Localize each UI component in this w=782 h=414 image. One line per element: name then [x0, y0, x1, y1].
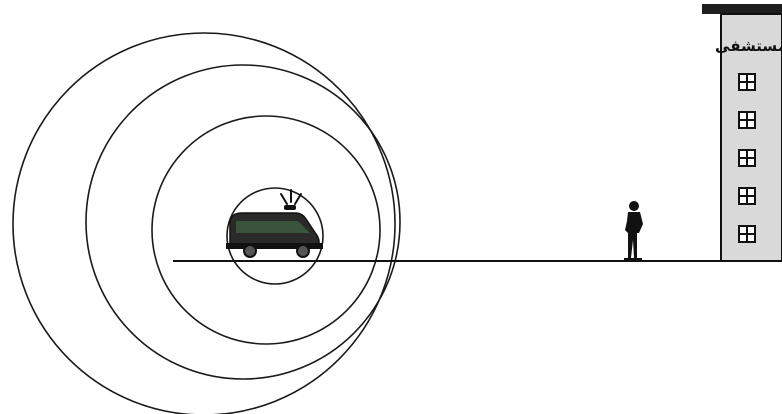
ambulance-wheel-rear — [243, 244, 257, 258]
hospital-window — [738, 73, 756, 91]
ambulance-icon — [226, 189, 323, 258]
wave-circle-1 — [226, 187, 324, 285]
hospital-roof — [702, 4, 782, 14]
hospital-window — [738, 225, 756, 243]
hospital-windows — [738, 73, 756, 243]
hospital-building-icon: مستشفى — [702, 4, 782, 262]
hospital-wall — [720, 13, 782, 262]
siren-icon — [280, 189, 302, 205]
wave-circle-2 — [151, 115, 381, 345]
wave-circle-3 — [85, 64, 401, 380]
hospital-window — [738, 111, 756, 129]
sound-waves — [12, 32, 401, 414]
hospital-window — [738, 149, 756, 167]
wave-circle-4 — [12, 32, 396, 414]
person-icon — [624, 201, 643, 261]
hospital-label: مستشفى — [715, 37, 782, 55]
hospital-window — [738, 187, 756, 205]
ambulance-wheel-front — [296, 244, 310, 258]
